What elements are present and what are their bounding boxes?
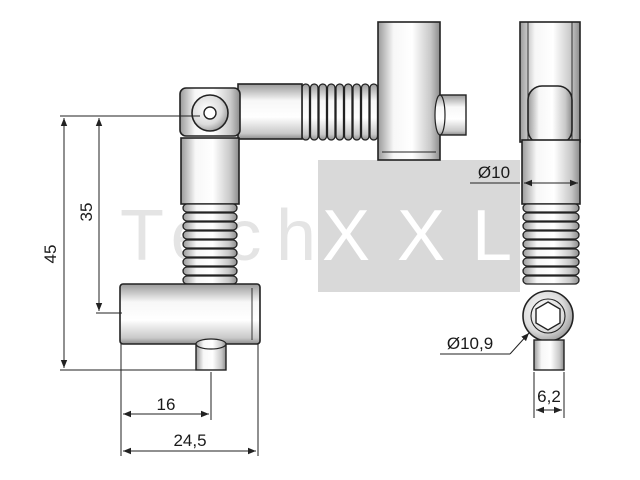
spring-coil (522, 239, 580, 249)
spring-coil (301, 83, 311, 141)
dim-6-2: 6,2 (537, 387, 561, 406)
watermark: Tech XXL (120, 160, 520, 292)
spring-coil (522, 248, 580, 258)
hinge-hole (203, 106, 217, 120)
spring-coil (182, 257, 238, 267)
spring-coil (326, 83, 336, 141)
spring-coil (182, 230, 238, 240)
spring-coil (522, 221, 580, 231)
front-sleeve (521, 139, 581, 205)
spring-coil (182, 212, 238, 222)
front-spring (522, 203, 580, 285)
horizontal-sleeve (237, 83, 303, 140)
connector-side-view (119, 21, 467, 371)
spring-coil (522, 212, 580, 222)
spring-coil (522, 275, 580, 285)
spring-coil (369, 83, 379, 141)
vertical-sleeve (180, 137, 240, 205)
spring-coil (522, 257, 580, 267)
bottom-slot-nut (119, 283, 261, 345)
watermark-text-xxl: XXL (322, 196, 512, 276)
dim-diameter-10: Ø10 (478, 163, 510, 182)
front-pin (533, 339, 565, 371)
connector-front-view (519, 21, 581, 371)
spring-coil (182, 239, 238, 249)
dim-35: 35 (77, 203, 96, 222)
vertical-spring (182, 203, 238, 285)
dim-45: 45 (41, 245, 60, 264)
dim-16: 16 (157, 395, 176, 414)
dimension-lines (60, 115, 578, 456)
spring-coil (352, 83, 362, 141)
watermark-box (318, 160, 520, 292)
spring-coil (182, 248, 238, 258)
dimension-labels: 45 35 16 24,5 Ø10 Ø10,9 6,2 (41, 163, 561, 450)
spring-coil (522, 203, 580, 213)
spring-coil (182, 266, 238, 276)
spring-coil (182, 221, 238, 231)
spring-coil (335, 83, 345, 141)
spring-coil (309, 83, 319, 141)
top-slot-nut (377, 21, 441, 161)
dim-diameter-10-9: Ø10,9 (447, 334, 493, 353)
hex-socket-icon (535, 301, 561, 331)
front-hinge (527, 85, 573, 145)
spring-coil (522, 230, 580, 240)
horizontal-spring (301, 83, 379, 141)
spring-coil (360, 83, 370, 141)
spring-coil (522, 266, 580, 276)
spring-coil (318, 83, 328, 141)
spring-coil (182, 275, 238, 285)
spring-coil (182, 203, 238, 213)
spring-coil (343, 83, 353, 141)
dim-24-5: 24,5 (173, 431, 206, 450)
